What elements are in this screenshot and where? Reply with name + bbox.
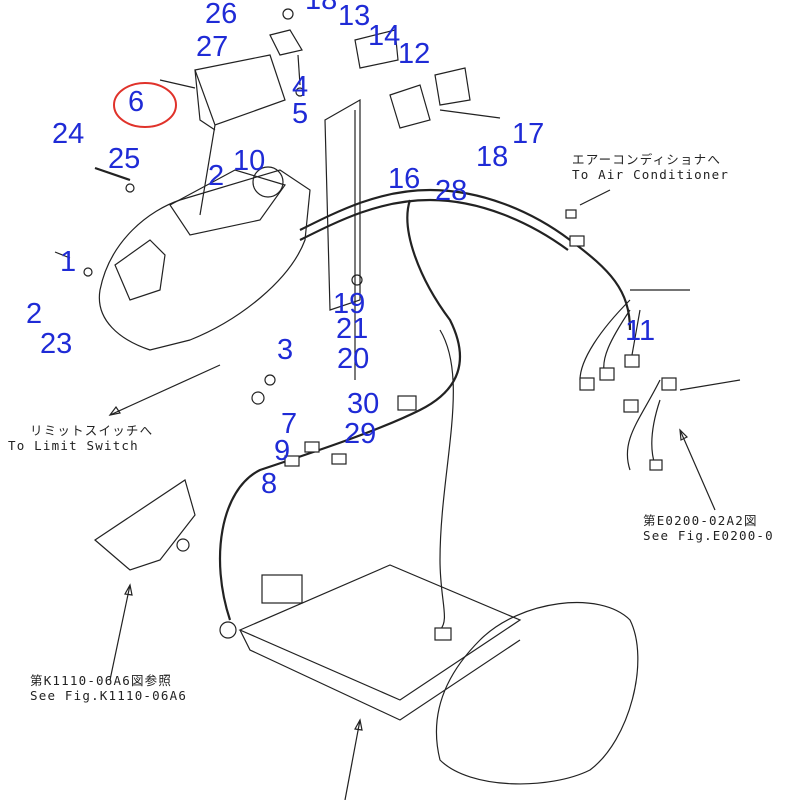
- note-jp: エアーコンディショナへ: [572, 152, 722, 167]
- callout-23: 23: [40, 328, 73, 360]
- callout-17: 17: [512, 118, 545, 150]
- callout-4: 4: [292, 71, 309, 103]
- callout-20: 20: [337, 343, 370, 375]
- callout-11: 11: [625, 315, 656, 347]
- callout-18: 18: [476, 141, 509, 173]
- note-en: To Air Conditioner: [572, 167, 730, 182]
- note-jp: 第K1110-06A6図参照: [30, 673, 173, 688]
- callout-2-lower: 2: [26, 298, 43, 330]
- callout-30: 30: [347, 388, 380, 420]
- callout-13: 13: [338, 0, 371, 32]
- callout-27: 27: [196, 31, 229, 63]
- callout-8: 8: [261, 468, 278, 500]
- callout-7: 7: [281, 408, 298, 440]
- callout-12: 12: [398, 38, 431, 70]
- callout-10: 10: [233, 145, 266, 177]
- note-en: See Fig.K1110-06A6: [30, 688, 188, 703]
- callout-3: 3: [277, 334, 294, 366]
- note-en: To Limit Switch: [8, 438, 139, 453]
- callout-14: 14: [368, 20, 401, 52]
- callout-28: 28: [435, 175, 468, 207]
- callout-2-upper: 2: [208, 160, 225, 192]
- callout-6: 6: [128, 86, 145, 118]
- callout-29: 29: [344, 418, 377, 450]
- callout-26: 26: [205, 0, 238, 30]
- callout-18-top: 18: [305, 0, 338, 16]
- callout-5: 5: [292, 98, 309, 130]
- note-en: See Fig.E0200-0: [643, 528, 774, 543]
- note-air-conditioner: エアーコンディショナへ To Air Conditioner: [572, 152, 729, 182]
- callout-16: 16: [388, 163, 421, 195]
- note-limit-switch: リミットスイッチへ To Limit Switch: [8, 423, 154, 453]
- callout-9: 9: [274, 435, 291, 467]
- callout-24: 24: [52, 118, 85, 150]
- note-jp: 第E0200-02A2図: [643, 513, 758, 528]
- callout-21: 21: [336, 313, 369, 345]
- callout-25: 25: [108, 143, 141, 175]
- note-fig-k1110: 第K1110-06A6図参照 See Fig.K1110-06A6: [30, 673, 187, 703]
- note-jp: リミットスイッチへ: [30, 423, 154, 438]
- note-fig-e0200: 第E0200-02A2図 See Fig.E0200-0: [643, 513, 774, 543]
- callout-19: 19: [333, 288, 366, 320]
- callout-1: 1: [60, 246, 77, 278]
